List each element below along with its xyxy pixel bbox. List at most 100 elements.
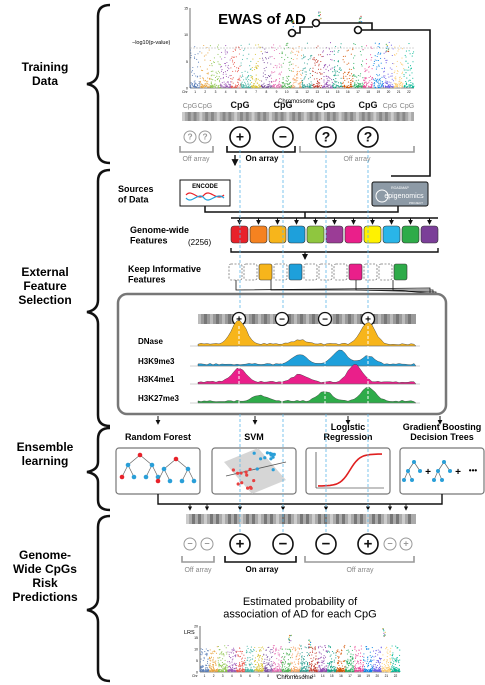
data-point [296, 73, 299, 75]
data-point [255, 668, 258, 670]
data-point [399, 79, 401, 81]
data-point [334, 81, 336, 83]
data-point [387, 664, 390, 666]
data-point [211, 670, 213, 672]
data-point [389, 658, 391, 660]
data-point [330, 51, 332, 53]
data-point [286, 671, 288, 673]
chromosome-tick-label: 3 [215, 90, 217, 94]
data-point [249, 669, 251, 671]
data-point [315, 669, 317, 671]
data-point [400, 62, 402, 64]
data-point [277, 663, 279, 665]
pred-genome-strip-segment [216, 514, 219, 524]
data-point [273, 669, 275, 671]
data-point [221, 85, 223, 87]
data-point [209, 59, 211, 62]
data-point [412, 86, 414, 88]
data-point [224, 669, 227, 671]
data-point [264, 667, 266, 670]
data-point [387, 87, 389, 89]
data-point [221, 51, 223, 53]
data-point [222, 666, 224, 668]
data-point [239, 656, 241, 658]
data-point [267, 646, 269, 649]
data-point [380, 670, 382, 672]
data-point [333, 87, 335, 89]
data-point [360, 645, 362, 647]
chromosome-tick-label: 16 [346, 90, 350, 94]
data-point [385, 59, 387, 61]
data-point [386, 660, 388, 662]
data-point [264, 671, 266, 673]
data-point [351, 656, 353, 658]
data-point [405, 81, 407, 83]
data-point [263, 667, 265, 669]
data-point [330, 666, 332, 668]
data-point [367, 648, 369, 650]
data-point [291, 648, 294, 650]
data-point [217, 660, 219, 662]
data-point [303, 658, 305, 660]
data-point [371, 57, 373, 59]
data-point [289, 649, 291, 651]
data-point [356, 82, 358, 84]
data-point [225, 667, 227, 669]
data-point [210, 75, 212, 77]
data-point [377, 45, 379, 48]
data-point [405, 60, 407, 62]
model-label: SVM [244, 432, 264, 442]
data-point [285, 87, 287, 89]
data-point [209, 659, 211, 661]
data-point [241, 653, 243, 655]
track-genome-strip-segment [216, 314, 219, 324]
data-point [231, 670, 233, 672]
data-point [270, 669, 272, 671]
data-point [343, 669, 345, 671]
data-point [341, 85, 343, 87]
genome-strip-segment [309, 112, 313, 121]
data-point [227, 651, 229, 653]
data-point [375, 650, 377, 652]
data-point [222, 73, 224, 75]
data-point [354, 657, 357, 659]
data-point [364, 82, 366, 84]
cpg-state-circle [357, 126, 379, 148]
data-point [279, 66, 281, 68]
data-point [256, 661, 258, 663]
data-point [386, 661, 388, 663]
data-point [327, 81, 329, 83]
data-point [370, 659, 372, 661]
data-point [262, 646, 264, 648]
data-point [279, 74, 281, 76]
data-point [264, 668, 266, 670]
data-point [395, 82, 397, 85]
data-point [239, 670, 241, 672]
data-point [360, 652, 362, 654]
data-point [199, 80, 202, 82]
data-point [339, 669, 341, 671]
data-point [350, 664, 352, 666]
data-point [267, 663, 270, 666]
kept-feature-box [348, 263, 363, 281]
data-point [263, 660, 265, 662]
genome-strip-segment [187, 112, 191, 121]
data-point [331, 658, 333, 660]
peak-point [292, 20, 294, 22]
data-point [298, 661, 300, 663]
chromosome-tick-label: 21 [385, 674, 389, 678]
data-point [268, 662, 270, 664]
data-point [326, 651, 328, 653]
data-point [355, 84, 357, 86]
data-point [267, 62, 269, 64]
pred-cpg-symbol: − [387, 539, 392, 549]
data-point [190, 57, 192, 59]
cpg-label: CpG [359, 100, 378, 110]
data-point [312, 669, 314, 671]
peak-point [308, 647, 310, 649]
data-point [298, 670, 300, 672]
data-point [392, 62, 394, 65]
data-point [224, 84, 226, 86]
